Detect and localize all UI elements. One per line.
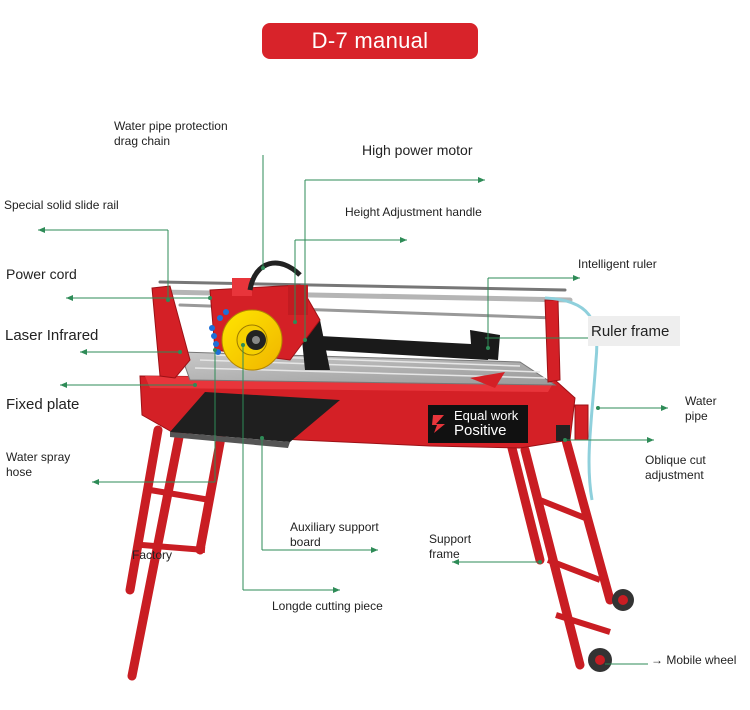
label-high-power-motor: High power motor [362, 142, 473, 158]
machine [125, 260, 634, 681]
label-height-handle: Height Adjustment handle [345, 205, 482, 219]
drag-chain [247, 260, 302, 291]
label-water-pipe: Water pipe [685, 394, 717, 424]
label-water-pipe-line1: Water [685, 394, 717, 408]
leader-lines [38, 155, 668, 665]
label-support-frame-line2: frame [429, 547, 460, 561]
support-legs [125, 425, 615, 681]
label-mobile-wheel: → Mobile wheel [651, 653, 737, 667]
label-cutting-piece: Longde cutting piece [272, 599, 383, 613]
label-spray-hose-line2: hose [6, 465, 33, 479]
label-oblique-cut: Oblique cut adjustment [645, 453, 706, 483]
badge-positive: Positive [454, 421, 507, 439]
label-power-cord: Power cord [6, 266, 77, 282]
label-oblique-line1: Oblique cut [645, 453, 706, 467]
equal-work-badge: Equal work Positive [428, 405, 528, 443]
label-fixed-plate: Fixed plate [6, 396, 80, 413]
label-support-frame: Support frame [429, 532, 471, 562]
label-water-pipe-line2: pipe [685, 409, 708, 423]
label-support-frame-line1: Support [429, 532, 472, 546]
water-pipe [544, 296, 599, 501]
label-drag-chain-line2: drag chain [114, 134, 171, 148]
label-intelligent-ruler: Intelligent ruler [578, 257, 657, 271]
water-spray-hose [209, 309, 229, 355]
label-drag-chain-line1: Water pipe protection [114, 119, 228, 133]
label-ruler-frame: Ruler frame [588, 316, 680, 346]
badge-equal-work: Equal work [454, 407, 519, 423]
longde-cutting-piece [221, 309, 283, 371]
page-title: D-7 manual [262, 23, 478, 59]
label-aux-board: Auxiliary support board [290, 520, 379, 550]
label-spray-hose-line1: Water spray [6, 450, 71, 464]
label-oblique-line2: adjustment [645, 468, 704, 482]
brand-logo-icon [428, 405, 450, 443]
label-factory: Factory [132, 548, 173, 562]
label-aux-board-line1: Auxiliary support [290, 520, 379, 534]
label-drag-chain: Water pipe protection drag chain [114, 119, 228, 149]
label-aux-board-line2: board [290, 535, 321, 549]
auxiliary-support-board [170, 392, 340, 442]
label-spray-hose: Water spray hose [6, 450, 70, 480]
label-slide-rail: Special solid slide rail [4, 198, 119, 212]
mobile-wheels [588, 589, 634, 672]
label-laser-infrared: Laser Infrared [5, 327, 99, 344]
